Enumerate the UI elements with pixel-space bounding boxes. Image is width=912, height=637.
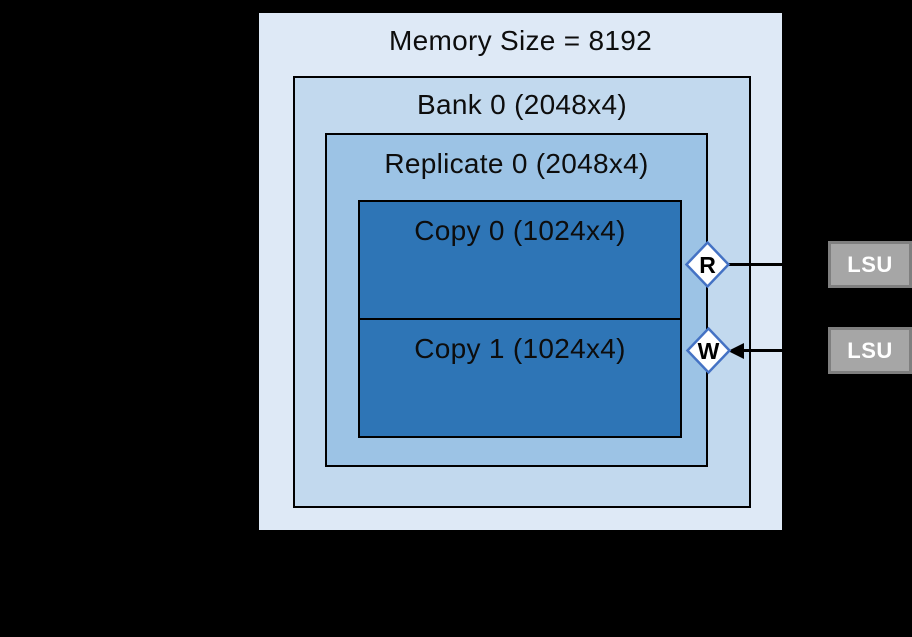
lsu-box-write: LSU (828, 327, 912, 374)
lsu-read-label: LSU (847, 251, 893, 277)
write-port-diamond: W (685, 326, 732, 375)
lsu-write-label: LSU (847, 337, 893, 363)
lsu-box-read: LSU (828, 241, 912, 288)
read-port-label: R (699, 252, 716, 278)
copy-box-1-label: Copy 1 (1024x4) (414, 333, 626, 364)
copy-box-0: Copy 0 (1024x4) (358, 200, 682, 320)
write-port-label: W (698, 338, 720, 364)
write-connector-line (740, 349, 828, 352)
replicate-box: Replicate 0 (2048x4) Copy 0 (1024x4) Cop… (325, 133, 708, 467)
bank-box: Bank 0 (2048x4) Replicate 0 (2048x4) Cop… (293, 76, 751, 508)
memory-box: Memory Size = 8192 Bank 0 (2048x4) Repli… (259, 13, 782, 530)
read-connector-line (707, 263, 828, 266)
diamond-icon: W (685, 326, 732, 375)
diamond-icon: R (684, 240, 731, 289)
memory-box-label: Memory Size = 8192 (389, 25, 652, 56)
read-port-diamond: R (684, 240, 731, 289)
copy-box-0-label: Copy 0 (1024x4) (414, 215, 626, 246)
replicate-box-label: Replicate 0 (2048x4) (384, 148, 649, 179)
copy-box-1: Copy 1 (1024x4) (358, 318, 682, 438)
arrowhead-left-icon (728, 343, 744, 359)
bank-box-label: Bank 0 (2048x4) (417, 89, 627, 120)
